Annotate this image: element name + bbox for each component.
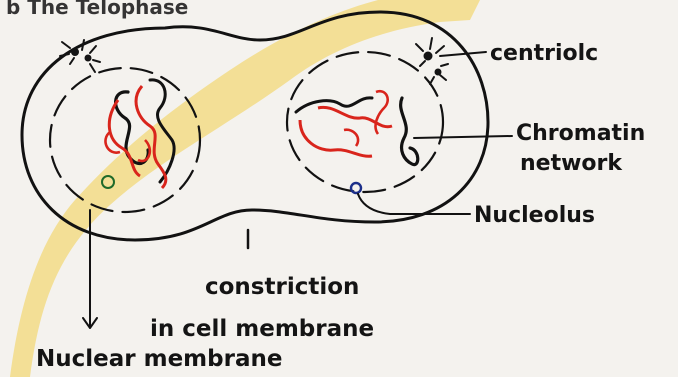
label-centriole: centriolc: [490, 41, 598, 66]
label-chromatin-line2: network: [520, 151, 623, 176]
label-nucleolus: Nucleolus: [474, 203, 595, 228]
label-nuclear-membrane: Nuclear membrane: [36, 346, 282, 372]
top-fragment-text: b The Telophase: [6, 0, 188, 19]
label-constriction-line2: in cell membrane: [150, 316, 374, 342]
right-chromatin-network: [296, 91, 418, 193]
right-centriole: [416, 38, 448, 84]
label-constriction-line1: constriction: [205, 274, 359, 300]
chromatin-pointer: [414, 136, 512, 138]
label-chromatin-line1: Chromatin: [516, 121, 645, 146]
nucleolus-dot: [351, 183, 361, 193]
right-nuclear-membrane: [287, 52, 443, 192]
centriole-pointer: [440, 52, 486, 56]
